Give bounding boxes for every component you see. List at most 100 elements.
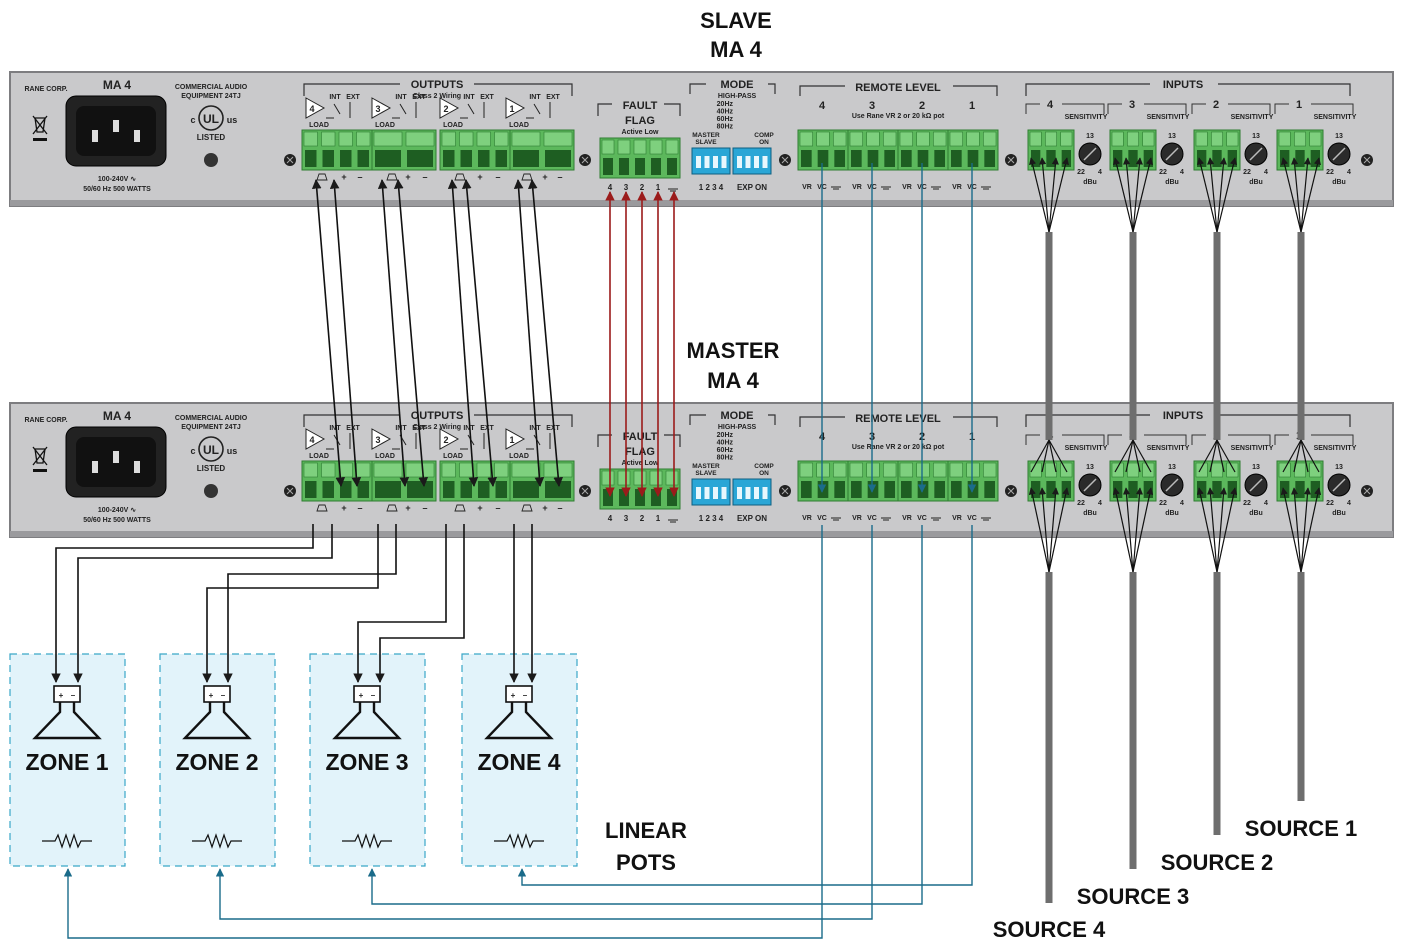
master-highpass-label: HIGH-PASS [718,424,757,431]
master-out-terminal-4-hole [357,481,369,498]
slave-remote-num: 3 [869,100,875,112]
master-ul-us: us [227,446,238,456]
master-active-low: Active Low [622,460,660,467]
master-weee-icon [32,446,48,466]
master-sens-13: 13 [1335,464,1343,471]
slave-remote-ground-icon [981,186,991,190]
slave-sens-22: 22 [1326,169,1334,176]
slave-out-terminal-3-hole [375,150,401,167]
master-dbu-label: dBu [1083,510,1097,517]
slave-amp-icon [305,97,326,119]
input-fan-wire [1114,439,1134,473]
zone-label: ZONE 2 [175,749,258,775]
master-remote-terminal-2-screw [916,462,930,478]
slave-hp-freq: 40Hz [717,109,734,116]
slave-remote-terminal-3-hole [884,150,895,167]
zone-4: +–ZONE 4 [461,653,578,867]
slave-remote-terminal-4 [797,129,849,171]
master-remote-terminal-3-hole [867,481,879,498]
master-knob-pointer-icon [1165,478,1179,492]
slave-remote-terminal-3-hole [851,150,862,167]
master-remote-terminal-2-hole [901,481,912,498]
slave-input-num: 3 [1129,99,1135,111]
input-fan-wire [1132,487,1154,573]
input-fan-wire [1300,487,1312,573]
master-out-plus: + [341,503,346,513]
slave-title-line1: SLAVE [700,8,772,33]
slave-fault-pin: 1 [656,183,661,192]
input-fan-wire [1196,487,1218,573]
slave-screw-x-icon [781,156,789,164]
master-remote-terminal-1-screw [983,462,997,478]
input-fan-wire [1281,157,1302,233]
slave-pin-icon [113,120,119,132]
slave-remote-ground-icon [831,186,841,190]
master-fault-pin: 4 [608,514,613,523]
master-fault-terminal-screw [633,470,647,486]
slave-commercial-1: COMMERCIAL AUDIO [175,84,248,91]
speaker-icon [32,702,102,740]
master-comp-label: COMP [754,463,774,470]
master-screw-x-icon [781,487,789,495]
input-fan-wire [1123,157,1134,233]
slave-input-terminal-2-hole [1212,150,1222,167]
zone-feed-wire [73,524,333,683]
potentiometer-icon [494,833,544,849]
input-fan-wire [1028,487,1050,573]
input-fan-wire [1113,157,1134,233]
slave-input-bracket [1191,103,1271,114]
slave-remote-terminal-4-screw [816,131,830,147]
slave-remote-terminal-3-screw [849,131,863,147]
slave-input-terminal-1-hole [1295,150,1305,167]
slave-load-label: LOAD [443,122,463,129]
master-out-plus: + [542,503,547,513]
speaker-link-wire [527,179,564,487]
master-input-terminal-2-screw [1195,462,1208,478]
master-vc-label: VC [817,515,827,522]
slave-fault-terminal-screw [617,139,631,155]
slave-dip-lever [762,156,768,168]
slave-knob-pointer-icon [1165,147,1179,161]
master-ground-icon [454,504,466,512]
slave-fault-label-1: FAULT [623,100,658,112]
master-fault-ground-icon [668,519,678,523]
master-remote-sub: Use Rane VR 2 or 20 kΩ pot [852,444,945,451]
master-sensitivity-label: SENSITIVITY [1147,445,1190,452]
master-input-terminal-3-screw [1111,462,1124,478]
input-fan-wire [1125,439,1134,473]
slave-out-minus: – [422,172,427,182]
speaker-minus: – [371,691,376,700]
master-ul-icon [198,436,224,462]
slave-mode-bracket [689,83,776,94]
zone-feed-wire [375,524,465,683]
slave-out-terminal-4-screw [338,131,353,147]
master-out-terminal-3-hole [375,481,401,498]
master-screw-x-icon [1363,487,1371,495]
master-inputs-label: INPUTS [1163,410,1203,422]
slave-hp-freq: 80Hz [717,124,734,131]
source-2-label: SOURCE 2 [1161,850,1273,875]
slave-listed: LISTED [197,133,226,142]
slave-slave-label: SLAVE [695,139,717,146]
master-fault-pin: 3 [624,514,629,523]
input-fan-wire [1132,157,1143,233]
master-ground-icon [521,504,533,512]
master-slave-label: SLAVE [695,470,717,477]
slave-input-num: 2 [1213,99,1219,111]
master-out-terminal-4-screw [356,462,371,478]
slave-dbu-label: dBu [1332,179,1346,186]
master-load-label: LOAD [443,453,463,460]
slave-dip-lever [737,156,742,168]
slave-fault-pin: 3 [624,183,629,192]
master-vr-label: VR [802,515,812,522]
slave-dip-lever [754,156,759,168]
speaker-plus: + [59,691,64,700]
slave-pin-icon [134,130,140,142]
master-fault-label-2: FLAG [625,446,655,458]
master-input-terminal-3-hole [1128,481,1138,498]
zones-group: +–ZONE 1+–ZONE 2+–ZONE 3+–ZONE 4 [9,653,578,867]
input-fan-wire [1132,439,1141,473]
slave-sensitivity-label: SENSITIVITY [1065,114,1108,121]
master-dip-lever [696,487,701,499]
master-ground-icon [316,504,328,512]
